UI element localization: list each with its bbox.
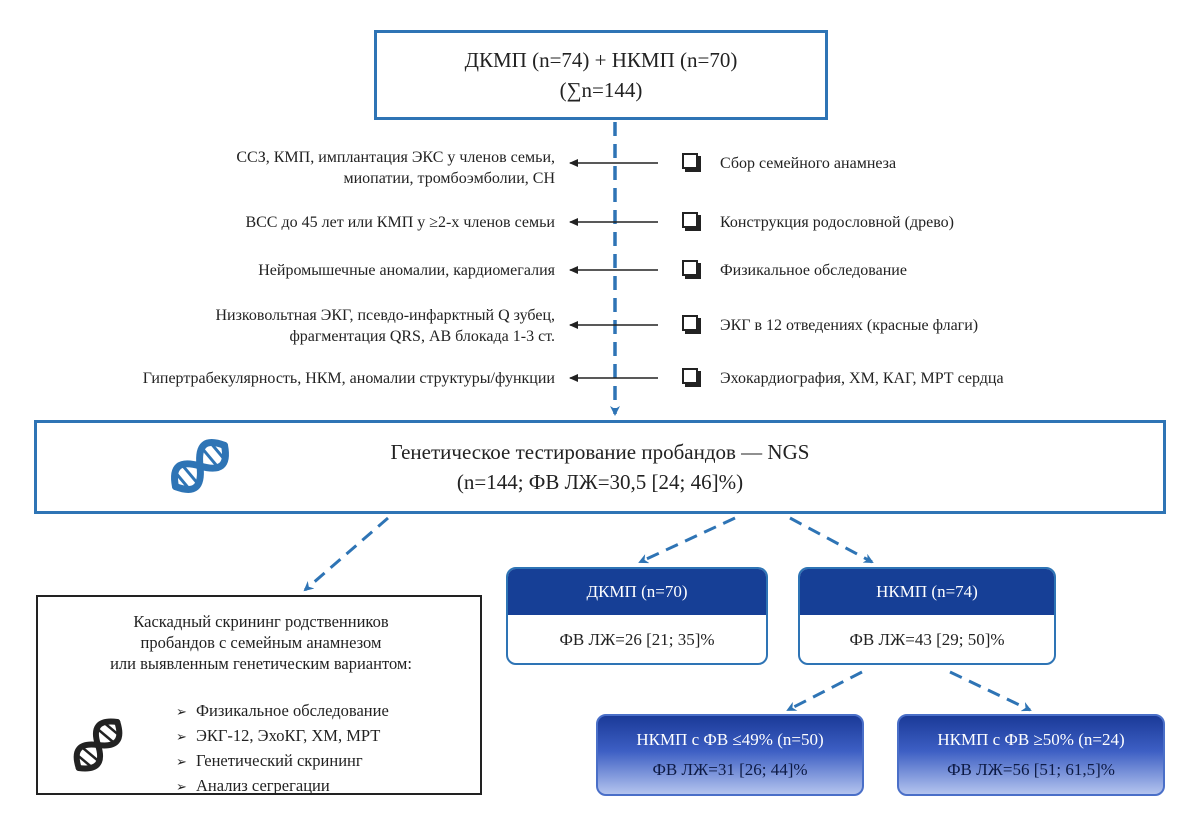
ncmp-header: НКМП (n=74) <box>800 569 1054 615</box>
dcmp-arrow <box>638 516 736 564</box>
list-item: ➢ЭКГ-12, ЭхоКГ, ХМ, МРТ <box>176 726 381 745</box>
ncmp-low-arrow <box>786 670 863 712</box>
step-1-label: Сбор семейного анамнеза <box>720 155 897 172</box>
ncmp-low-ef-value: ФВ ЛЖ=31 [26; 44]% <box>652 760 808 779</box>
dcmp-header: ДКМП (n=70) <box>508 569 766 615</box>
ncmp-box: НКМП (n=74) ФВ ЛЖ=43 [29; 50]% <box>798 567 1056 665</box>
step-3-findings: Нейромышечные аномалии, кардиомегалия <box>258 262 555 279</box>
ncmp-low-ef-box: НКМП с ФВ ≤49% (n=50) ФВ ЛЖ=31 [26; 44]% <box>596 714 864 796</box>
step-5-findings: Гипертрабекулярность, НКМ, аномалии стру… <box>142 370 555 387</box>
ngs-line-1: Генетическое тестирование пробандов — NG… <box>390 440 810 464</box>
step-1-findings: ССЗ, КМП, имплантация ЭКС у членов семьи… <box>236 149 555 187</box>
cascade-list: ➢Физикальное обследование ➢ЭКГ-12, ЭхоКГ… <box>176 699 389 799</box>
step-4-label: ЭКГ в 12 отведениях (красные флаги) <box>720 317 979 334</box>
cohort-line-2: (∑n=144) <box>559 78 643 102</box>
ncmp-arrow <box>789 516 874 564</box>
ncmp-high-ef-title: НКМП с ФВ ≥50% (n=24) <box>937 730 1125 749</box>
dcmp-box: ДКМП (n=70) ФВ ЛЖ=26 [21; 35]% <box>506 567 768 665</box>
dcmp-value: ФВ ЛЖ=26 [21; 35]% <box>559 630 715 649</box>
dna-icon <box>171 439 229 493</box>
cascade-arrow <box>303 516 389 592</box>
dna-icon <box>73 718 123 772</box>
ncmp-value: ФВ ЛЖ=43 [29; 50]% <box>849 630 1005 649</box>
step-5-label: Эхокардиография, ХМ, КАГ, МРТ сердца <box>720 370 1004 387</box>
ngs-line-2: (n=144; ФВ ЛЖ=30,5 [24; 46]%) <box>456 470 744 494</box>
ncmp-high-ef-value: ФВ ЛЖ=56 [51; 61,5]% <box>947 760 1115 779</box>
cohort-line-1: ДКМП (n=74) + НКМП (n=70) <box>464 48 738 72</box>
step-2-findings: ВСС до 45 лет или КМП у ≥2-х членов семь… <box>245 214 555 231</box>
checkbox-icon <box>682 260 698 276</box>
ncmp-high-arrow <box>949 670 1032 712</box>
checkbox-icon <box>682 315 698 331</box>
step-3-label: Физикальное обследование <box>720 262 907 279</box>
step-4-findings: Низковольтная ЭКГ, псевдо-инфарктный Q з… <box>215 307 555 345</box>
checkbox-icon <box>682 153 698 169</box>
cascade-heading: Каскадный скрининг родственников пробанд… <box>110 612 412 673</box>
list-item: ➢Анализ сегрегации <box>176 776 330 795</box>
cascade-screening-box: Каскадный скрининг родственников пробанд… <box>36 595 482 795</box>
ncmp-low-ef-title: НКМП с ФВ ≤49% (n=50) <box>636 730 824 749</box>
step-2-label: Конструкция родословной (древо) <box>720 214 954 231</box>
checkbox-icon <box>682 368 698 384</box>
list-item: ➢Генетический скрининг <box>176 751 363 770</box>
list-item: ➢Физикальное обследование <box>176 701 389 720</box>
cohort-box: ДКМП (n=74) + НКМП (n=70) (∑n=144) <box>374 30 828 120</box>
checkbox-icon <box>682 212 698 228</box>
ncmp-high-ef-box: НКМП с ФВ ≥50% (n=24) ФВ ЛЖ=56 [51; 61,5… <box>897 714 1165 796</box>
